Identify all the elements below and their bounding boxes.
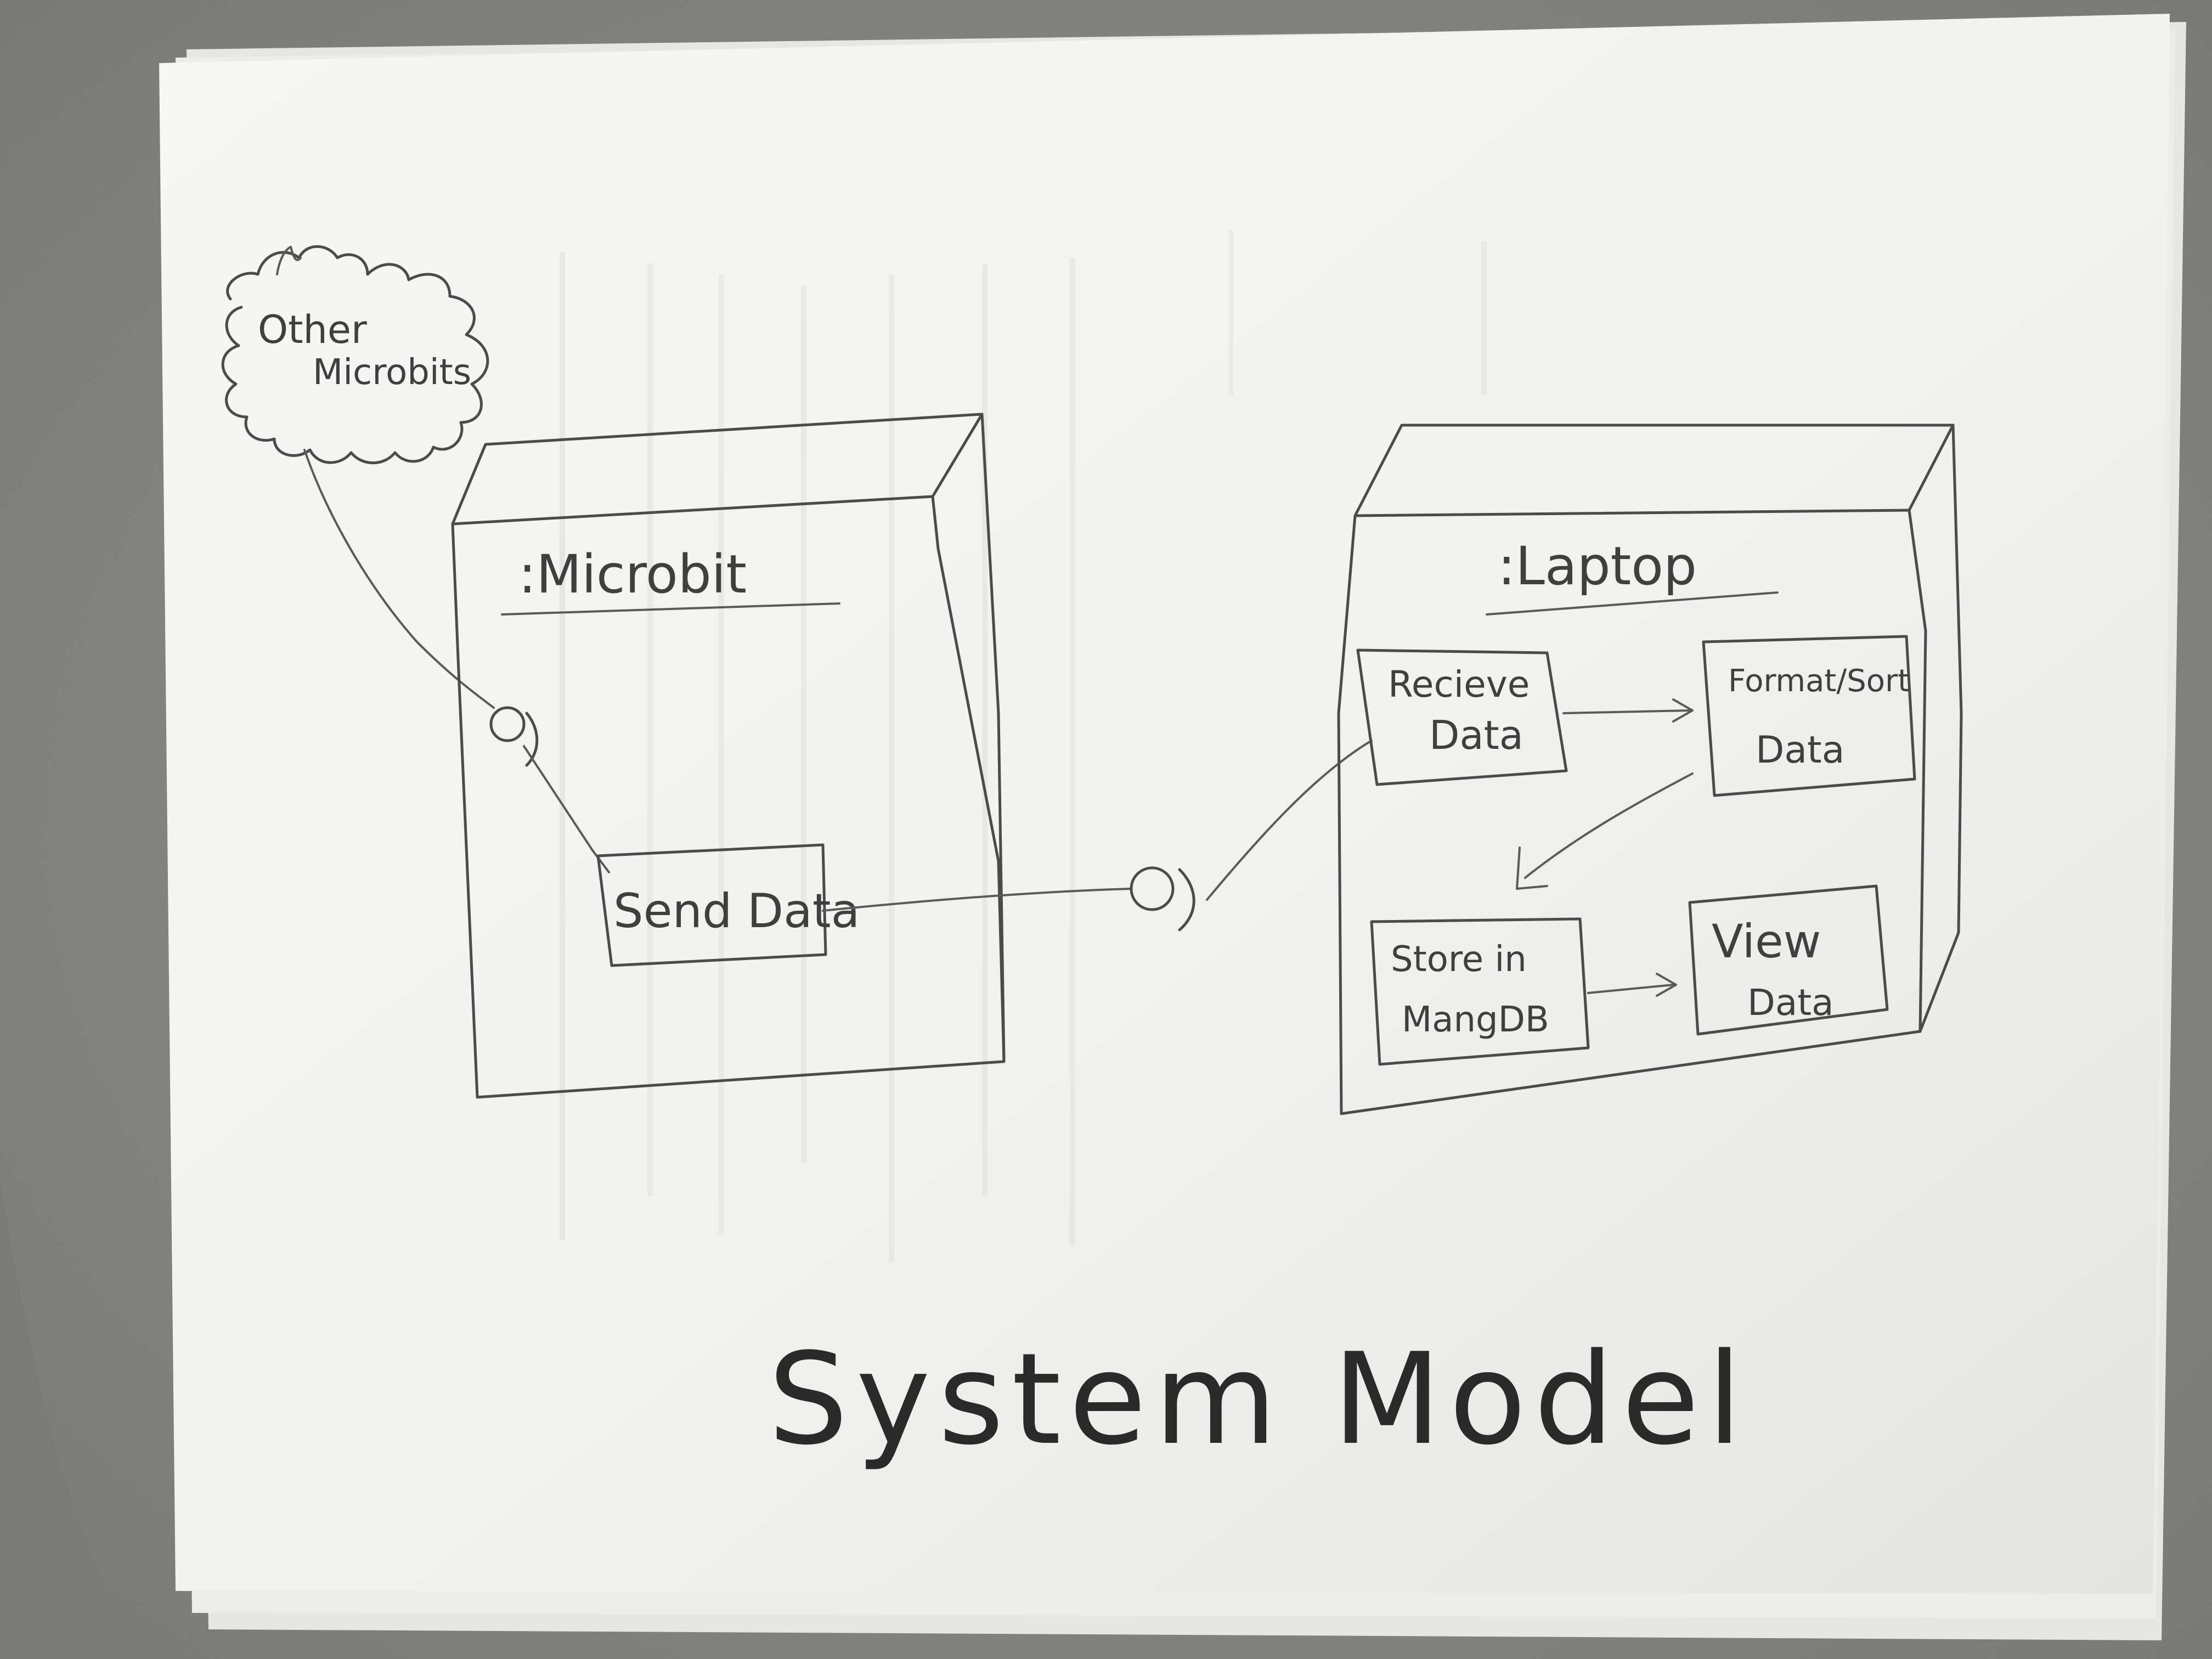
microbit-node-side [980, 413, 1006, 1063]
format-data-component [1702, 635, 1916, 797]
laptop-node-top [1353, 424, 1955, 517]
microbit-interface-link [523, 745, 610, 873]
microbit-node-name: :Microbit [518, 544, 747, 605]
cloud-connector [303, 449, 495, 709]
microbit-interface-socket [525, 712, 539, 767]
link-interface-ball [1130, 866, 1175, 911]
link-to-laptop [1206, 740, 1373, 901]
other-microbits-actor: Other Microbits [221, 245, 489, 465]
view-data-line2: Data [1747, 981, 1834, 1024]
store-data-line1: Store in [1391, 939, 1527, 980]
send-data-label: Send Data [613, 884, 860, 939]
send-data-connector [822, 888, 1131, 912]
laptop-node-name: :Laptop [1498, 535, 1697, 597]
arrow-format-to-store [1516, 772, 1694, 890]
microbit-node: :Microbit Send Data [451, 413, 1006, 1099]
receive-data-line1: Recieve [1388, 663, 1530, 706]
table-edge [0, 1180, 143, 1659]
paper-sheet [159, 14, 2170, 1594]
view-data-line1: View [1712, 915, 1821, 968]
actor-label-line2: Microbits [313, 352, 471, 393]
store-data-component [1370, 917, 1590, 1066]
arrow-store-to-view [1587, 973, 1677, 997]
actor-label-line1: Other [258, 307, 367, 352]
cloud-squiggle [276, 246, 302, 275]
microbit-node-top [451, 413, 984, 526]
receive-data-component [1356, 648, 1568, 786]
arrow-receive-to-format [1562, 698, 1694, 723]
microbit-name-underline [501, 602, 840, 616]
send-data-component [596, 843, 827, 967]
receive-data-line2: Data [1429, 712, 1523, 758]
bleed-through [560, 230, 1487, 1262]
format-data-line1: Format/Sort [1728, 663, 1910, 699]
format-data-line2: Data [1756, 729, 1844, 772]
view-data-component [1688, 884, 1889, 1036]
laptop-node: :Laptop Recieve Data Format/Sort Data St… [1337, 424, 1963, 1115]
laptop-node-side [1918, 424, 1963, 1033]
diagram-title: System Model [768, 1327, 1750, 1473]
store-data-line2: MangDB [1402, 1000, 1549, 1040]
laptop-name-underline [1486, 591, 1779, 616]
link-interface-socket [1178, 868, 1195, 932]
microbit-interface-ball [489, 706, 526, 742]
cloud-outline [221, 245, 489, 465]
